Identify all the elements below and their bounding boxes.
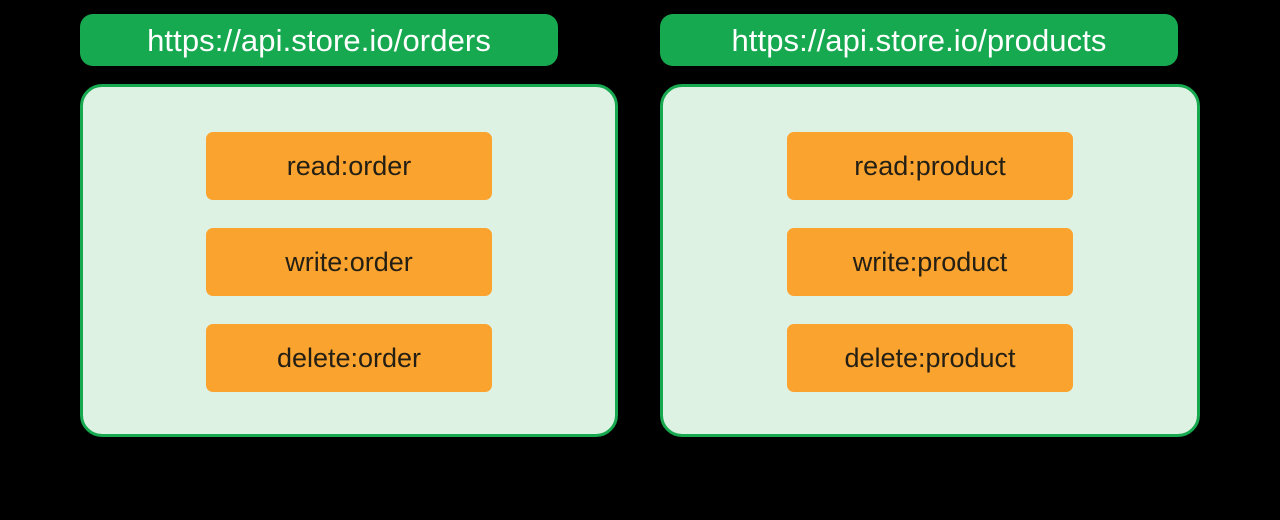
scope-list: read:order write:order delete:order bbox=[83, 132, 615, 392]
scope-chip[interactable]: read:order bbox=[206, 132, 492, 200]
api-scope-panel-products: read:product write:product delete:produc… bbox=[660, 84, 1200, 437]
api-endpoint-label: https://api.store.io/orders bbox=[147, 22, 491, 58]
scope-chip[interactable]: read:product bbox=[787, 132, 1073, 200]
scope-chip[interactable]: write:product bbox=[787, 228, 1073, 296]
scope-chip[interactable]: write:order bbox=[206, 228, 492, 296]
scope-chip-label: write:product bbox=[852, 246, 1008, 277]
scope-chip-label: write:order bbox=[285, 246, 413, 277]
api-endpoint-header-orders[interactable]: https://api.store.io/orders bbox=[80, 14, 558, 66]
scope-chip-label: read:order bbox=[286, 150, 412, 181]
scope-chip[interactable]: delete:order bbox=[206, 324, 492, 392]
scope-chip[interactable]: delete:product bbox=[787, 324, 1073, 392]
scope-chip-label: delete:product bbox=[844, 342, 1016, 373]
api-scope-panel-orders: read:order write:order delete:order bbox=[80, 84, 618, 437]
api-endpoint-header-products[interactable]: https://api.store.io/products bbox=[660, 14, 1178, 66]
scope-chip-label: delete:order bbox=[276, 342, 422, 373]
scope-chip-label: read:product bbox=[854, 150, 1006, 181]
api-endpoint-label: https://api.store.io/products bbox=[731, 22, 1107, 58]
scope-list: read:product write:product delete:produc… bbox=[663, 132, 1197, 392]
